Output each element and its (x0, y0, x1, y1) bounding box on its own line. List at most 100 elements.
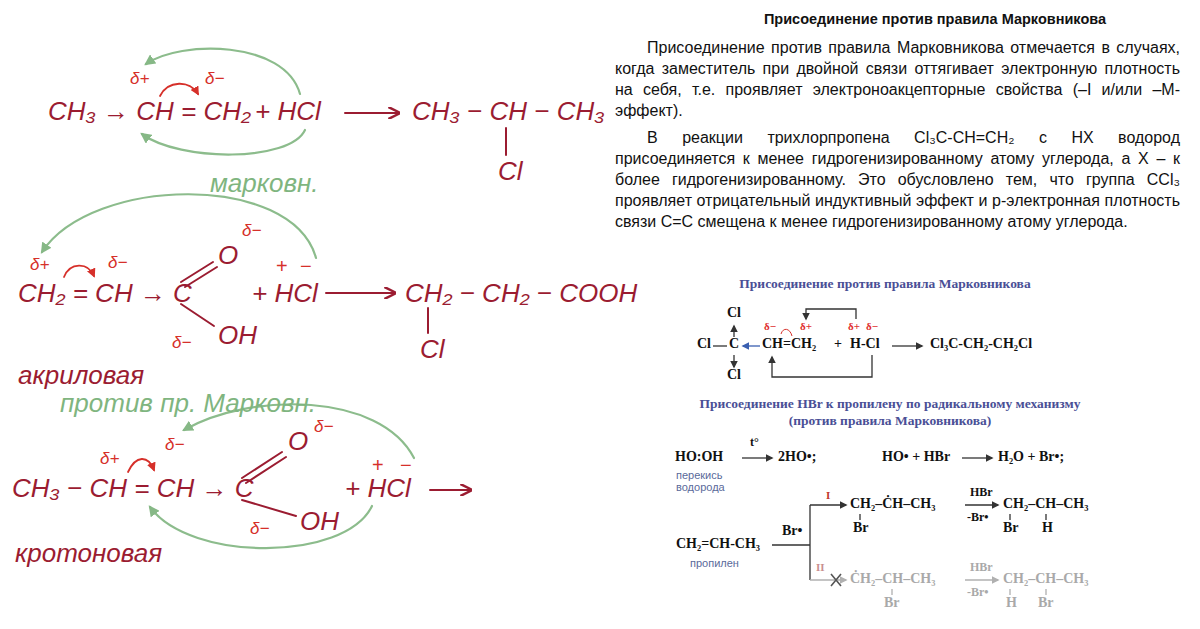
charge-mark: δ+ (800, 321, 812, 332)
formula-greyed: CH₂–CH–CH₃ (1003, 572, 1088, 586)
handwritten-formula: OH (300, 508, 339, 534)
electron-shift-arrow (142, 130, 305, 155)
formula-greyed: Br (1038, 596, 1054, 610)
handwritten-formula: Cl (420, 336, 445, 362)
attack-bracket (806, 309, 856, 319)
body-paragraph: В реакции трихлорпропена Cl₃C-CH=CH₂ с H… (615, 128, 1180, 233)
formula: HO• + HBr (882, 450, 950, 464)
inductive-arrow (733, 355, 734, 367)
reaction-arrow (742, 457, 772, 458)
handwritten-formula: CH₂ − CH₂ − COOH (405, 280, 637, 306)
charge-mark: δ− (866, 321, 878, 332)
formula: CH₂–ĊH–CH₃ (850, 497, 935, 511)
charge-mark: δ− (165, 436, 184, 453)
handwritten-formula: O (288, 428, 308, 454)
charge-mark: δ− (242, 222, 261, 239)
reaction-arrow (965, 579, 998, 580)
reaction-arrow (965, 504, 998, 505)
formula-greyed: H (1006, 596, 1017, 610)
body-paragraph: Присоединение против правила Марковников… (615, 38, 1180, 122)
formula: CH₂=CH-CH₃ (676, 537, 760, 551)
charge-sign: + (276, 256, 288, 276)
reagent-label: HBr (970, 486, 993, 498)
curved-arrow (160, 84, 198, 96)
handwritten-formula: + HCl (255, 98, 321, 124)
handwritten-formula: + HCl (252, 280, 318, 306)
charge-mark: δ+ (30, 256, 49, 273)
scheme-caption: Присоединение HBr к пропилену по радикал… (678, 396, 1103, 430)
formula: HO:OH (675, 450, 723, 464)
formula: 2HO•; (778, 450, 816, 464)
bond-line (242, 500, 296, 516)
formula: C (729, 337, 739, 351)
reaction-arrow (326, 292, 394, 294)
cross-mark (831, 574, 841, 586)
electron-shift-arrow (150, 506, 372, 548)
reaction-arrow (962, 457, 992, 458)
branch-line (772, 505, 810, 580)
charge-sign: + (372, 455, 384, 475)
bond-line (713, 345, 727, 346)
charge-mark: δ+ (130, 70, 149, 87)
handwritten-formula: акриловая (18, 362, 144, 388)
reaction-arrow (345, 112, 398, 114)
charge-mark: δ− (314, 418, 333, 435)
reagent-label: t° (750, 436, 759, 448)
bond-line (505, 128, 507, 155)
formula: Cl (727, 306, 741, 320)
handwritten-note: марковн. (210, 170, 319, 196)
handwritten-formula: + HCl (345, 475, 411, 501)
charge-mark: δ+ (848, 321, 860, 332)
formula-greyed: ĊH₂–CH–CH₃ (850, 572, 935, 586)
formula: H-Cl (850, 337, 880, 351)
handwritten-formula: O (218, 242, 238, 268)
attack-bracket (772, 355, 872, 377)
formula: Cl (697, 337, 711, 351)
inductive-arrow (743, 345, 760, 346)
reagent-label-greyed: HBr (970, 561, 993, 573)
handwritten-formula: Cl (498, 158, 523, 184)
handwritten-formula: OH (218, 322, 257, 348)
formula: CH=CH₂ (762, 337, 816, 351)
formula-greyed: Br (884, 596, 900, 610)
handwritten-formula: CH₂ = CH → C (18, 280, 192, 306)
handwritten-formula: кротоновая (15, 540, 162, 566)
charge-mark: δ+ (100, 450, 119, 467)
charge-sign: − (300, 256, 312, 276)
reagent-label-greyed: -Br• (967, 586, 989, 598)
handwritten-note: против пр. Марковн. (60, 390, 316, 416)
formula: CH₂–CH–CH₃ (1003, 497, 1088, 511)
handwritten-formula: CH₃ → CH = CH₂ (48, 98, 251, 124)
formula: Br• (782, 524, 802, 538)
formula: H (1042, 521, 1053, 535)
reaction-arrow (430, 489, 470, 491)
charge-sign: − (400, 455, 412, 475)
formula: + (834, 337, 842, 351)
bond-line (427, 308, 429, 333)
formula: Cl (727, 368, 741, 382)
charge-mark: δ− (172, 334, 191, 351)
charge-mark: δ− (250, 520, 269, 537)
formula: Br (1003, 521, 1019, 535)
bond-line (860, 514, 1046, 520)
electron-shift-arrow (42, 194, 316, 258)
bond-line (181, 304, 214, 326)
curved-arrow (781, 329, 792, 336)
charge-mark: δ− (108, 254, 127, 271)
reaction-arrow (892, 345, 922, 346)
handwritten-formula: CH₃ − CH = CH → C (12, 475, 253, 501)
inductive-arrow (733, 326, 734, 337)
formula: Br (853, 521, 869, 535)
reaction-arrow (810, 504, 846, 505)
formula-note: пропилен (690, 557, 739, 569)
charge-mark: δ− (764, 321, 776, 332)
reagent-label: -Br• (967, 511, 989, 523)
path-number: I (826, 490, 830, 501)
reaction-arrow (810, 579, 846, 580)
curved-arrow (64, 266, 94, 277)
path-number-greyed: II (816, 562, 825, 573)
handwritten-formula: CH₃ − CH − CH₃ (412, 98, 605, 124)
formula: Cl₃C-CH₂-CH₂Cl (930, 337, 1032, 351)
formula-note: перекись водорода (676, 469, 736, 493)
